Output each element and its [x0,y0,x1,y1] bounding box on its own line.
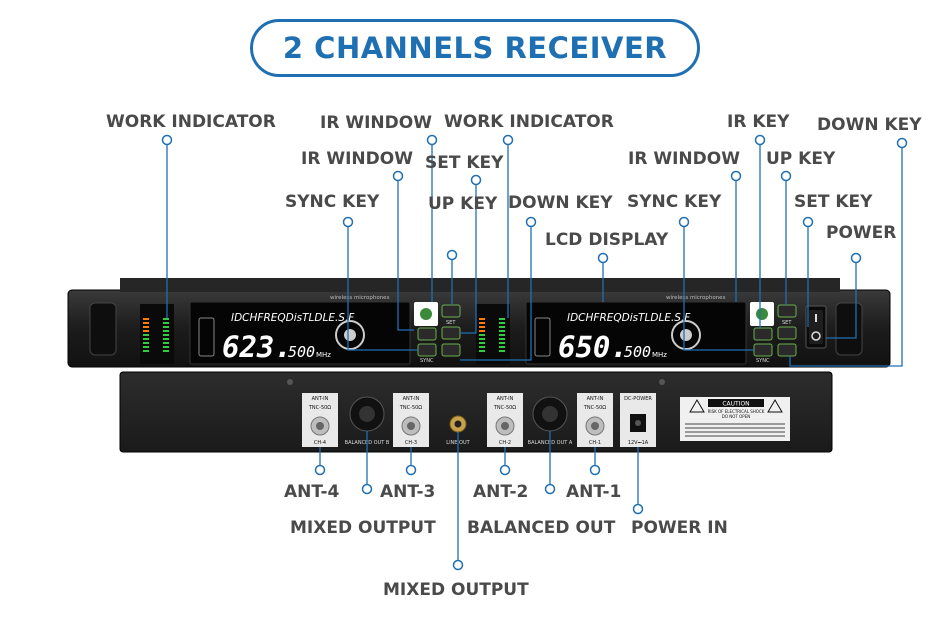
set-label-1: SET [446,320,456,326]
ant-1-connector: ANT-IN TNC-50Ω CH-1 [577,393,613,447]
label-work-indicator-2: WORK INDICATOR [444,112,614,132]
lcd-header-1: IDCHFREQDisTLDLE.S.F [231,312,355,324]
label-mixed-output-1: MIXED OUTPUT [290,518,436,538]
up-key-1[interactable] [441,304,461,318]
label-up-key-2: UP KEY [766,149,836,169]
dc-power-input: DC-POWER 12V⎓1A [620,393,656,447]
ch3-label: CH-3 [405,440,417,446]
ir-key-1[interactable] [417,327,437,341]
ant-in-label: ANT-IN [587,396,604,402]
ir-window-icon [756,308,768,320]
caution-sub2: DO NOT OPEN [722,414,750,419]
sync-key-1[interactable] [417,343,437,357]
tnc-label: TNC-50Ω [399,405,422,411]
label-mixed-output-2: MIXED OUTPUT [383,580,529,600]
tnc-label: TNC-50Ω [583,405,606,411]
work-indicator-meter-2 [476,304,510,364]
front-panel: IDCHFREQDisTLDLE.S.F 623. 500 MHz wirele… [67,278,891,368]
label-balanced-out: BALANCED OUT [467,518,616,538]
ch2-label: CH-2 [499,440,511,446]
caution-label: CAUTION RISK OF ELECTRICAL SHOCK DO NOT … [680,397,790,441]
label-up-key-1: UP KEY [428,194,498,214]
ant-2-connector: ANT-IN TNC-50Ω CH-2 [487,393,523,447]
ch1-button-cluster: SYNC SET [414,302,461,364]
ant-3-connector: ANT-IN TNC-50Ω CH-3 [393,393,429,447]
down-key-2[interactable] [777,343,797,357]
ch1-label: CH-1 [589,440,601,446]
label-ir-window-top: IR WINDOW [320,113,432,133]
ant-in-label: ANT-IN [497,396,514,402]
label-ant-3: ANT-3 [380,482,436,502]
lcd-header-2: IDCHFREQDisTLDLE.S.F [567,312,691,324]
lcd-frequency-1: 623. [222,330,292,364]
sync-label-2: SYNC [756,358,770,364]
title-pill: 2 CHANNELS RECEIVER [250,19,700,77]
ant-in-label: ANT-IN [312,396,329,402]
brand-text-1: wireless microphones [330,295,390,301]
label-down-key-1: DOWN KEY [508,193,613,213]
set-key-2[interactable] [777,326,797,340]
tnc-label: TNC-50Ω [493,405,516,411]
ant-in-label: ANT-IN [403,396,420,402]
lcd-unit-1: MHz [316,351,331,359]
lcd-frequency-sub-1: 500 [288,343,315,361]
label-ir-window-1: IR WINDOW [301,149,413,169]
label-sync-key-1: SYNC KEY [285,192,380,212]
label-lcd-display: LCD DISPLAY [545,230,669,250]
lcd-frequency-2: 650. [558,330,628,364]
ch4-label: CH-4 [314,440,326,446]
rear-panel: ANT-IN TNC-50Ω CH-4 BALANCED OUT B ANT-I… [119,371,833,453]
set-label-2: SET [782,320,792,326]
work-indicator-meter-1 [140,304,174,364]
label-set-key-1: SET KEY [425,153,504,173]
ch2-button-cluster: SYNC SET [750,302,797,364]
label-ir-window-2: IR WINDOW [628,149,740,169]
label-ir-key: IR KEY [727,112,790,132]
lcd-display-1: IDCHFREQDisTLDLE.S.F 623. 500 MHz wirele… [189,295,411,365]
rack-handle-right [835,302,863,356]
down-key-1[interactable] [441,343,461,357]
lcd-display-2: IDCHFREQDisTLDLE.S.F 650. 500 MHz wirele… [525,295,747,365]
dc-power-label: DC-POWER [624,396,652,402]
ir-window-icon [420,308,432,320]
signal-ring-icon [671,320,701,350]
signal-ring-icon [335,320,365,350]
page-title: 2 CHANNELS RECEIVER [282,31,668,65]
brand-text-2: wireless microphones [666,295,726,301]
label-ant-4: ANT-4 [284,482,340,502]
caution-title: CAUTION [722,401,749,408]
callout-dots [161,134,908,571]
label-ant-2: ANT-2 [473,482,529,502]
lcd-unit-2: MHz [652,351,667,359]
label-work-indicator-1: WORK INDICATOR [106,112,276,132]
label-ant-1: ANT-1 [566,482,622,502]
label-sync-key-2: SYNC KEY [627,192,722,212]
label-set-key-2: SET KEY [794,192,873,212]
ir-key-2[interactable] [753,327,773,341]
up-key-2[interactable] [777,304,797,318]
sync-key-2[interactable] [753,343,773,357]
caution-sub1: RISK OF ELECTRICAL SHOCK [708,409,765,414]
label-power-in: POWER IN [631,518,728,538]
label-down-key-right: DOWN KEY [817,115,922,135]
lcd-frequency-sub-2: 500 [624,343,651,361]
dc-rating-label: 12V⎓1A [628,440,649,446]
callout-lines [166,140,903,565]
tnc-label: TNC-50Ω [308,405,331,411]
ant-4-connector: ANT-IN TNC-50Ω CH-4 [302,393,338,447]
rack-handle-left [89,302,117,356]
label-power: POWER [826,223,897,243]
sync-label-1: SYNC [420,358,434,364]
set-key-1[interactable] [441,326,461,340]
power-switch[interactable] [805,305,827,349]
